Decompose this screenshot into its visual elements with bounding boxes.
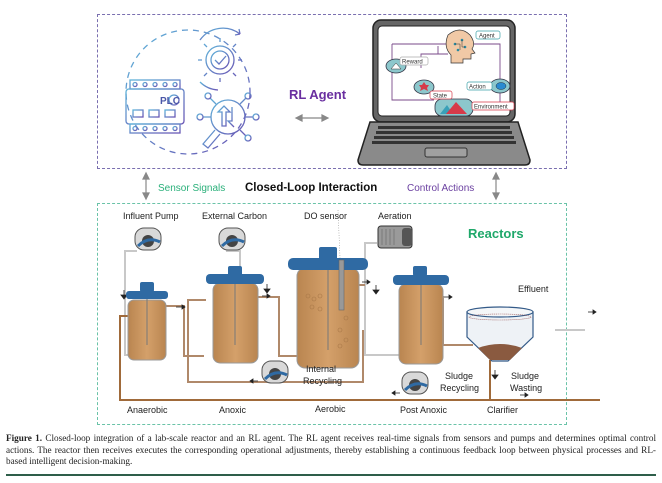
state-tag [429,90,453,100]
effluent-label: Effluent [518,284,549,294]
anoxic-reactor [206,266,264,364]
rl-agent-label: RL Agent [289,87,347,102]
stage-label: Clarifier [487,405,519,415]
clarifier [466,306,534,362]
sludge-wasting-label-2: Wasting [510,383,543,393]
stage-label: Aerobic [315,404,346,414]
search-transfer-icon [196,92,260,149]
environment-label: Environment [474,105,508,111]
rl-agent-panel [97,14,567,169]
caption-rule [6,474,656,476]
sludge-recycling-pump-icon [401,371,429,395]
influent-pump-icon [134,227,162,251]
anaerobic-reactor [126,282,168,361]
figure-caption: Figure 1. Closed-loop integration of a l… [6,433,656,468]
external-carbon-label: External Carbon [202,211,268,221]
do-sensor-label: DO sensor [304,211,348,221]
stage-label: Anaerobic [127,405,168,415]
post-anoxic-reactor [393,266,449,365]
stage-label: Anoxic [219,405,247,415]
bidirectional-arrow-icon [294,114,330,122]
influent-pump-label: Influent Pump [123,211,179,221]
agent-tag [475,30,501,40]
reactors-title: Reactors [468,226,524,241]
rl-loop-diagram: Agent Reward Action State Environment [385,29,515,117]
action-tag [466,81,493,91]
environment-tag [471,101,515,111]
action-label: Action [469,85,486,91]
reward-label: Reward [402,60,423,66]
stage-label: Post Anoxic [400,405,448,415]
gear-check-icon [198,27,242,91]
aerobic-reactor [288,209,368,369]
external-carbon-pump-icon [218,227,246,251]
agent-head-icon [445,29,476,64]
closed-loop-title: Closed-Loop Interaction [245,182,378,194]
plc-label: PLC [160,96,180,107]
internal-recycling-pump-icon [261,360,289,384]
vertical-arrow-left-icon [142,171,150,201]
agent-label: Agent [479,34,495,40]
internal-recycling-label-2: Recycling [303,376,343,386]
control-icon-cluster [125,27,260,155]
aeration-pump-icon [377,225,413,249]
reward-tag [399,56,429,66]
vertical-arrow-right-icon [492,171,500,201]
sludge-wasting-label-1: Sludge [511,371,540,381]
flow-arrows [120,279,597,398]
state-label: State [433,94,448,100]
sludge-recycling-label-2: Recycling [440,383,480,393]
sludge-recycling-label-1: Sludge [445,371,474,381]
internal-recycling-label-1: Internal [306,364,337,374]
do-sensor-probe [338,259,345,311]
control-actions-label: Control Actions [407,183,475,194]
reactors-panel [97,203,567,425]
dashed-cycle-icon [125,29,251,155]
caption-label: Figure 1. [6,433,43,443]
sensor-signals-label: Sensor Signals [158,183,226,194]
caption-text: Closed-loop integration of a lab-scale r… [6,433,656,467]
plc-icon [125,79,185,134]
aeration-label: Aeration [378,211,412,221]
